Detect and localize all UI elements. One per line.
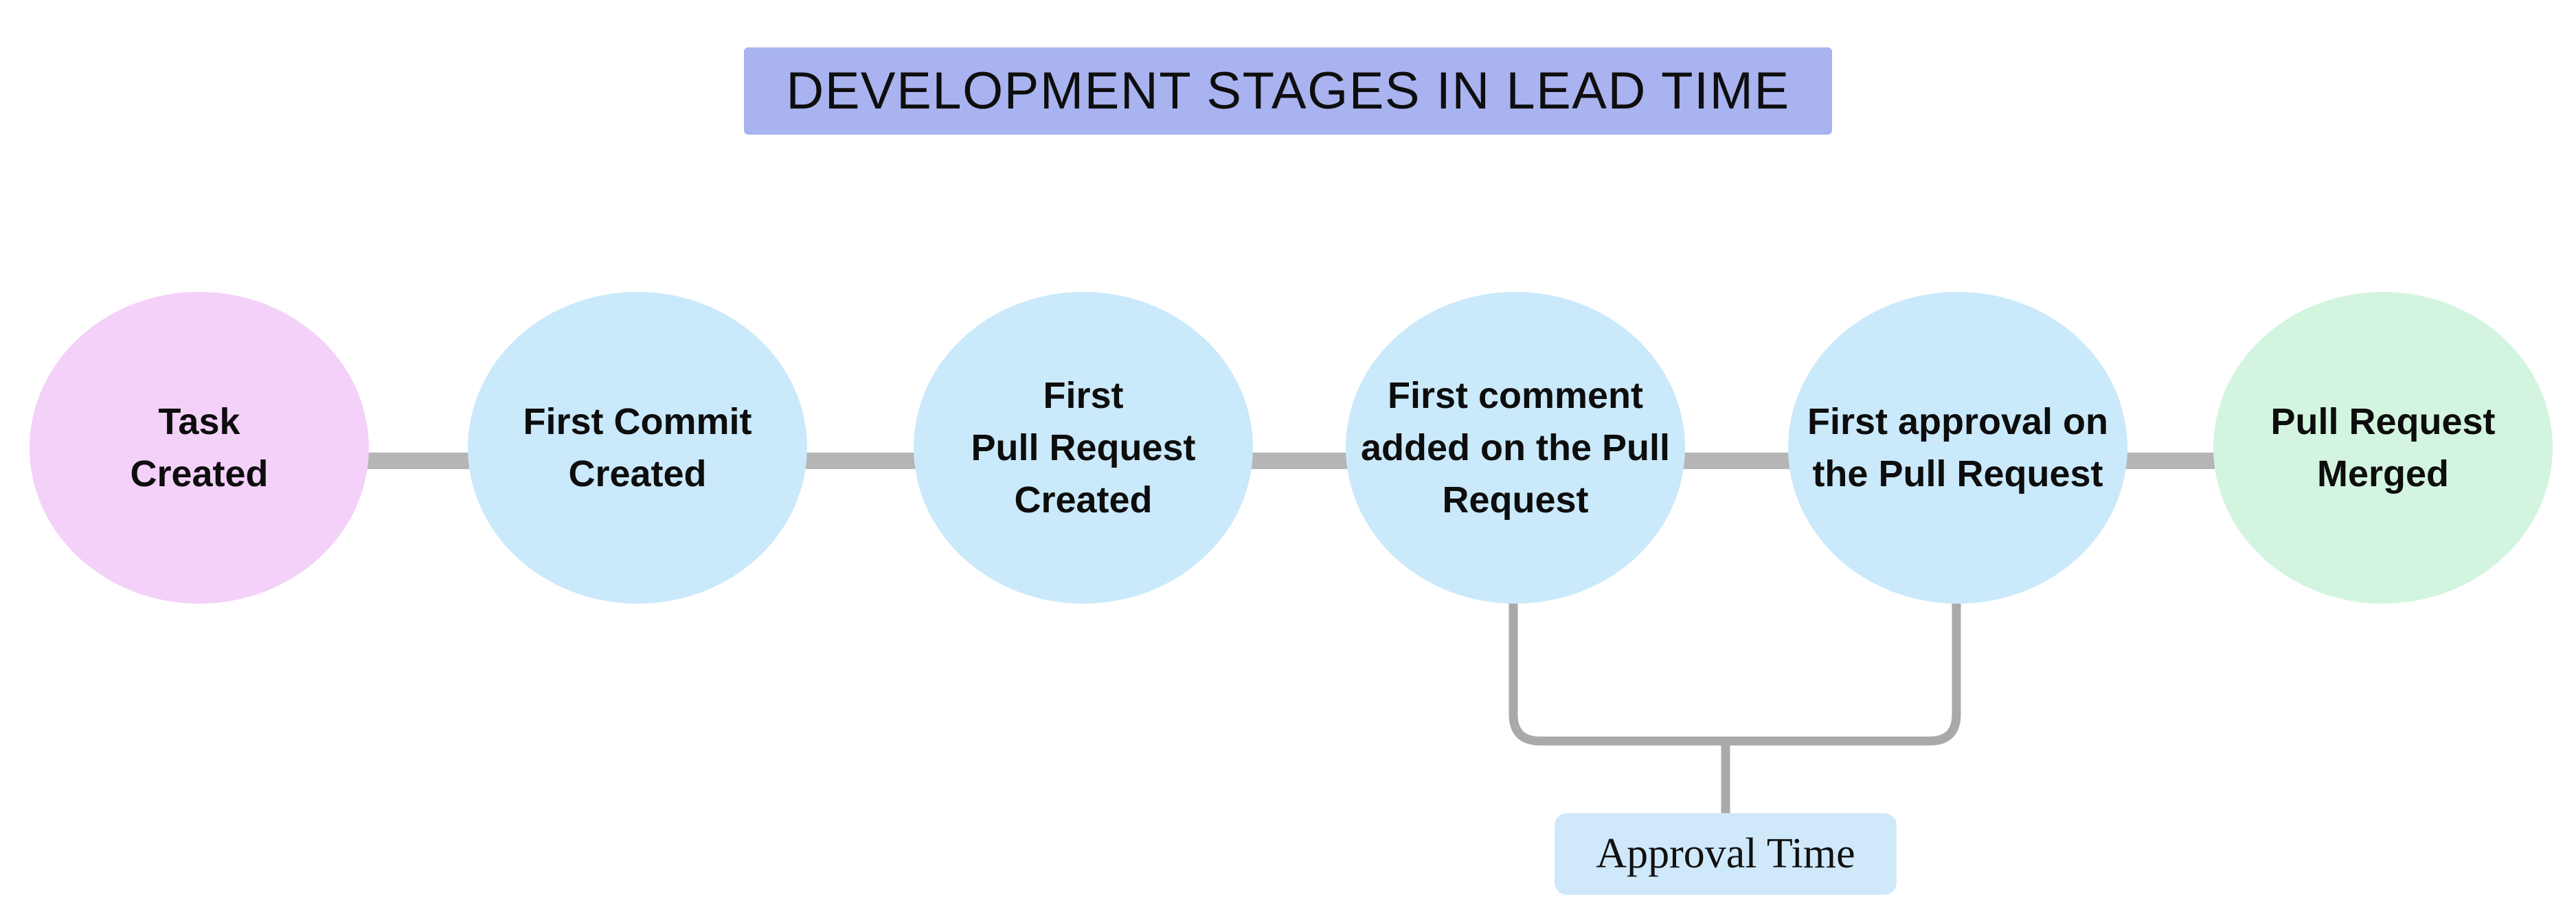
stage-first-approval-label: First approval on the Pull Request bbox=[1807, 401, 2109, 494]
stage-first-comment-added-label: First comment added on the Pull Request bbox=[1360, 375, 1670, 521]
stage-pull-request-merged-label: Pull Request Merged bbox=[2270, 401, 2496, 494]
approval-bracket-curve bbox=[1509, 597, 1961, 746]
stage-first-commit-created: First Commit Created bbox=[468, 292, 807, 604]
approval-time-box: Approval Time bbox=[1555, 813, 1897, 895]
page-title: DEVELOPMENT STAGES IN LEAD TIME bbox=[786, 62, 1790, 120]
stage-task-created-label: Task Created bbox=[130, 401, 269, 494]
stage-task-created: Task Created bbox=[30, 292, 369, 604]
stage-first-pull-request-created-label: First Pull Request Created bbox=[971, 375, 1196, 521]
stage-first-comment-added: First comment added on the Pull Request bbox=[1346, 292, 1685, 604]
stage-first-pull-request-created: First Pull Request Created bbox=[914, 292, 1253, 604]
stage-first-approval: First approval on the Pull Request bbox=[1788, 292, 2127, 604]
stage-pull-request-merged: Pull Request Merged bbox=[2213, 292, 2553, 604]
stage-first-commit-created-label: First Commit Created bbox=[523, 401, 752, 494]
approval-time-label: Approval Time bbox=[1596, 830, 1855, 877]
title-banner: DEVELOPMENT STAGES IN LEAD TIME bbox=[744, 47, 1832, 135]
